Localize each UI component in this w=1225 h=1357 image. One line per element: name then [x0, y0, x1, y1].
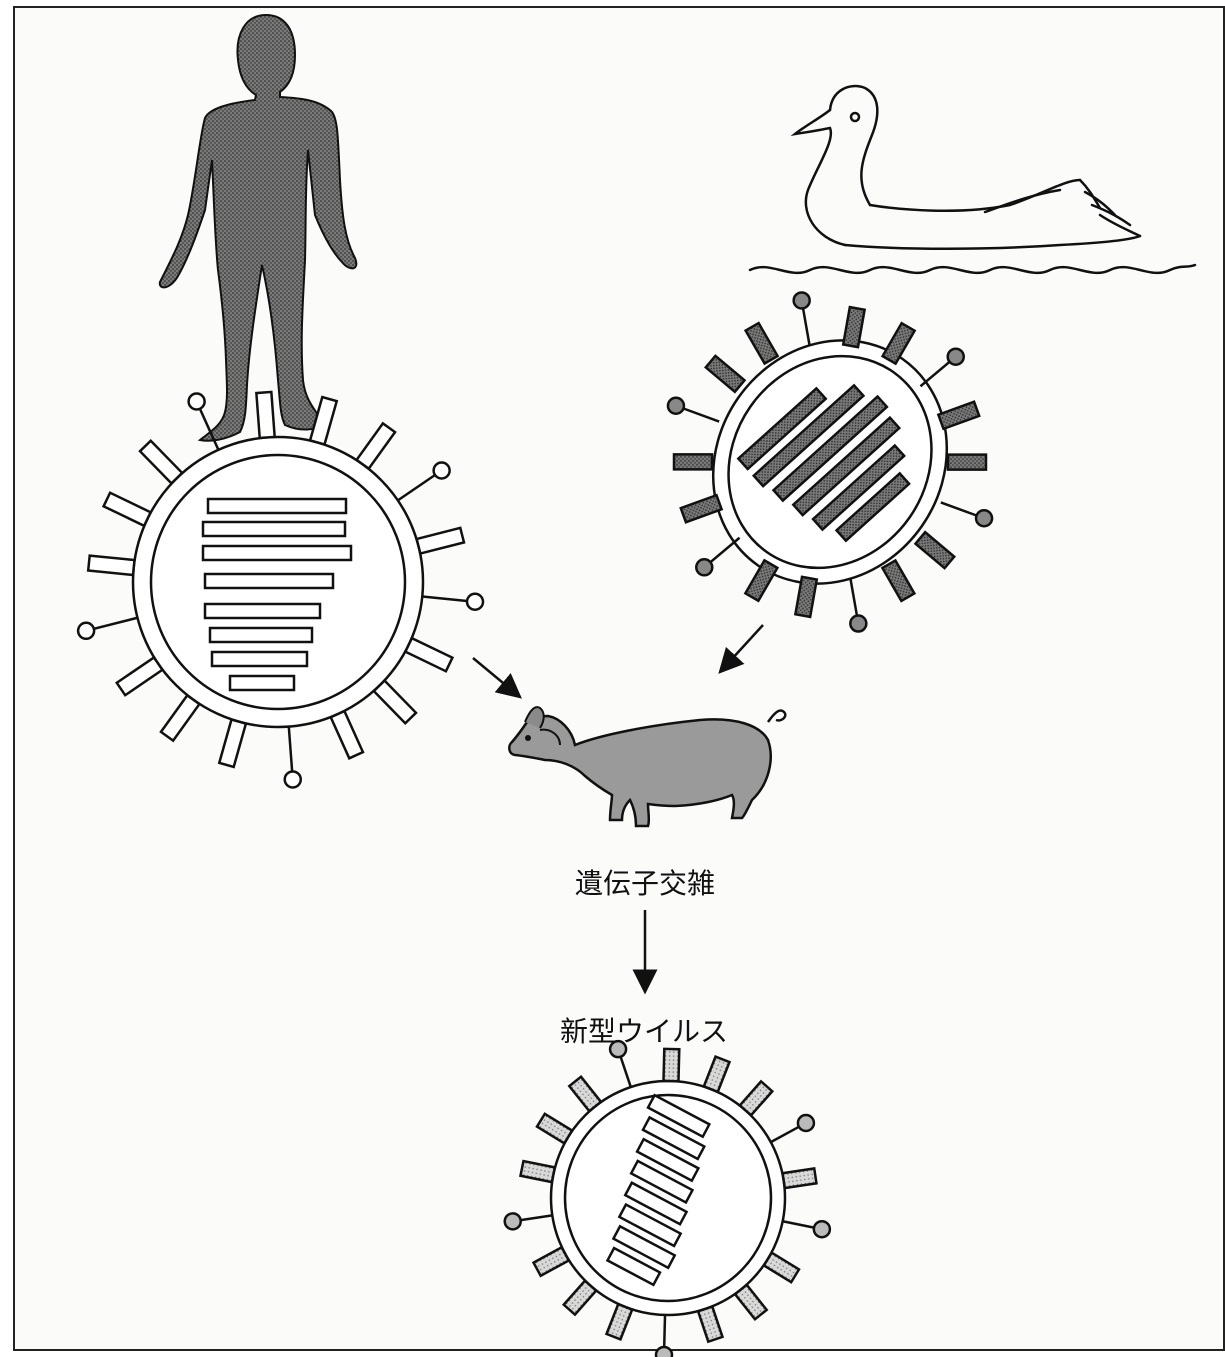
spike-bar: [607, 1304, 633, 1339]
spike-stalk: [94, 618, 138, 629]
spike-bar: [117, 657, 163, 695]
spike-bar: [357, 423, 395, 468]
spike-stalk: [771, 1127, 799, 1142]
spike-knob: [798, 1115, 814, 1131]
spike-bar: [219, 720, 246, 767]
spike-bar: [698, 1307, 722, 1342]
spike-bar: [764, 1253, 799, 1282]
spike-bar: [681, 495, 722, 522]
spike-bar: [417, 528, 464, 554]
spike-stalk: [783, 1221, 814, 1227]
spike-knob: [976, 510, 992, 526]
spike-stalk: [289, 727, 292, 772]
spike-stalk: [683, 409, 719, 422]
spike-knob: [814, 1221, 830, 1237]
spike-bar: [663, 1049, 679, 1081]
spike-bar: [564, 1281, 596, 1315]
bird-virus-icon: [666, 292, 994, 631]
spike-knob: [656, 1347, 672, 1357]
new-virus-label: 新型ウイルス: [560, 1010, 728, 1050]
spike-stalk: [521, 1215, 553, 1220]
spike-stalk: [941, 502, 977, 515]
arrow-bird-to-pig: [720, 625, 763, 672]
spike-knob: [189, 394, 205, 410]
spike-stalk: [621, 1057, 631, 1087]
spike-bar: [740, 1081, 772, 1115]
spike-bar: [882, 561, 914, 601]
spike-knob: [505, 1213, 521, 1229]
spike-bar: [704, 1057, 730, 1092]
spike-bar: [735, 1285, 767, 1319]
spike-bar: [374, 681, 416, 724]
spike-bar: [883, 323, 915, 363]
spike-bar: [161, 695, 199, 740]
arrow-human-to-pig: [473, 658, 520, 697]
spike-stalk: [920, 362, 949, 386]
spike-bar: [745, 560, 777, 600]
spike-bar: [331, 711, 363, 758]
spike-bar: [569, 1077, 601, 1111]
human-virus-icon: [78, 392, 483, 787]
spike-stalk: [664, 1315, 665, 1347]
spike-stalk: [710, 538, 739, 562]
spike-knob: [78, 623, 94, 639]
spike-knob: [696, 559, 712, 575]
spike-knob: [948, 349, 964, 365]
spike-bar: [746, 323, 778, 363]
spike-bar: [706, 356, 745, 392]
spike-bar: [948, 455, 986, 470]
spike-bar: [256, 392, 274, 438]
human-figure: [160, 15, 357, 441]
pig-figure: [509, 707, 785, 826]
spike-bar: [534, 1247, 569, 1275]
spike-bar: [537, 1114, 572, 1143]
spike-bar: [783, 1168, 817, 1188]
spike-bar: [520, 1161, 554, 1182]
spike-stalk: [850, 578, 857, 615]
spike-knob: [850, 616, 866, 632]
reassortment-label: 遺伝子交雑: [575, 862, 715, 902]
new-virus-icon: [505, 1041, 830, 1357]
spike-stalk: [398, 475, 435, 500]
duck-figure: [750, 86, 1195, 273]
spike-bar: [405, 638, 452, 671]
spike-knob: [285, 771, 301, 787]
spike-bar: [674, 454, 712, 469]
spike-knob: [467, 594, 483, 610]
spike-bar: [140, 441, 182, 484]
spike-stalk: [803, 308, 810, 345]
spike-knob: [434, 463, 450, 479]
spike-bar: [104, 493, 151, 526]
spike-bar: [88, 556, 134, 575]
spike-bar: [938, 402, 979, 429]
spike-bar: [915, 532, 954, 568]
spike-stalk: [422, 596, 467, 600]
spike-knob: [668, 398, 684, 414]
spike-knob: [794, 292, 810, 308]
